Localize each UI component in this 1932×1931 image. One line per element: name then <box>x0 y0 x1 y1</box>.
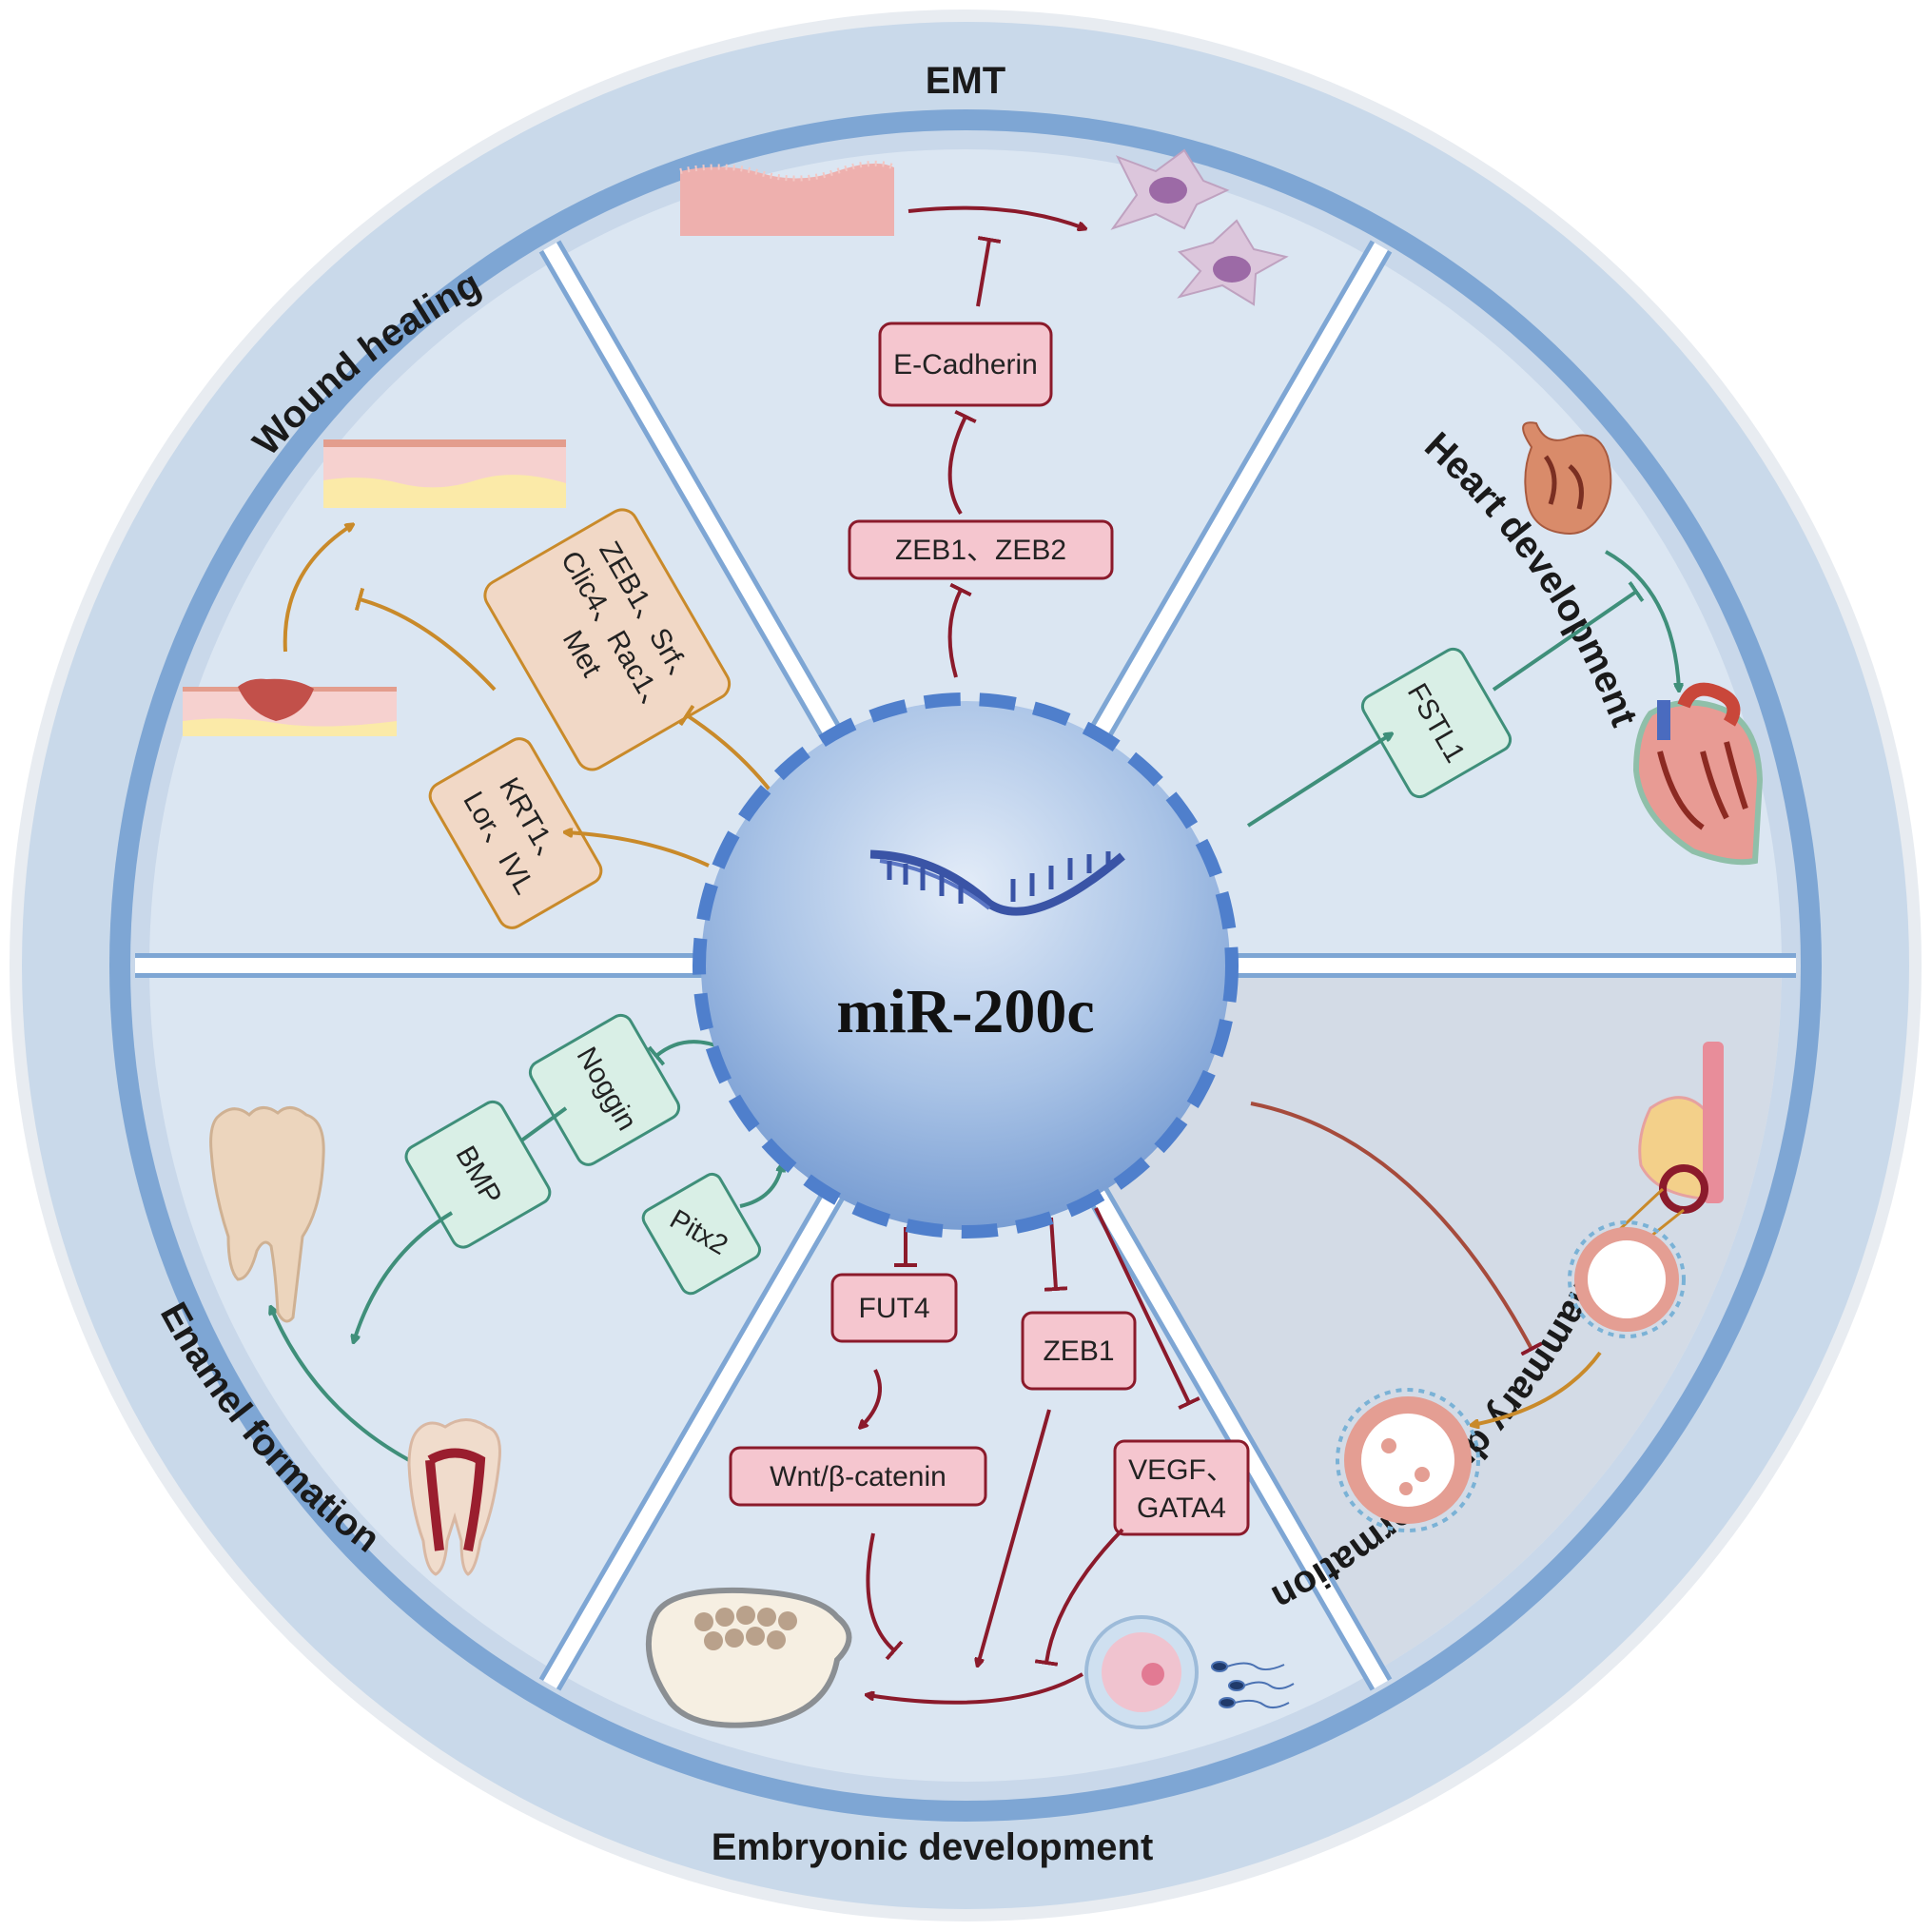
svg-text:E-Cadherin: E-Cadherin <box>893 349 1038 380</box>
epithelium-icon <box>679 160 896 236</box>
tooth-section-icon <box>407 1418 501 1576</box>
zeb1-zeb2-box: ZEB1、ZEB2 <box>848 519 1114 580</box>
fut4-box: FUT4 <box>830 1273 958 1343</box>
wnt-to-blastocyst-inhibit <box>866 1532 904 1661</box>
sector-title-embryonic: Embryonic development <box>712 1826 1154 1868</box>
heart-icon <box>1522 421 1612 535</box>
e-cadherin-box: E-Cadherin <box>878 322 1053 407</box>
svg-text:Wnt/β-catenin: Wnt/β-catenin <box>770 1461 946 1492</box>
wound-healing-arrow <box>283 525 352 653</box>
skin-icon <box>323 439 566 508</box>
mir-to-vegf-inhibit <box>1094 1207 1200 1410</box>
svg-text:ZEB1、ZEB2: ZEB1、ZEB2 <box>895 535 1066 566</box>
fstl1-box: FSTL1 <box>1360 647 1512 799</box>
svg-text:ZEB1: ZEB1 <box>1043 1336 1114 1367</box>
mesenchymal-cell-icon <box>1110 148 1289 306</box>
svg-text:VEGF、: VEGF、 <box>1128 1454 1235 1486</box>
zeb-to-ecadherin-inhibit <box>947 409 977 516</box>
mir-to-krt-arrow <box>566 832 710 868</box>
zeb1-box: ZEB1 <box>1021 1311 1137 1391</box>
fut4-to-wnt-arrow <box>861 1369 882 1427</box>
duct-icon-branched <box>1336 1388 1480 1532</box>
wnt-box: Wnt/β-catenin <box>729 1446 987 1507</box>
svg-text:GATA4: GATA4 <box>1137 1492 1226 1524</box>
heart-maturation-arrow <box>1605 550 1679 690</box>
pitx2-box: Pitx2 <box>641 1172 762 1296</box>
tooth-development-arrow <box>271 1308 410 1462</box>
emt-transition-arrow <box>907 205 1084 228</box>
mir-to-zeb1-inhibit <box>1044 1217 1068 1292</box>
mir-to-duct-inhibit <box>1250 1102 1543 1356</box>
bmp-to-tooth-arrow <box>354 1211 454 1341</box>
tooth-icon <box>209 1106 325 1323</box>
fstl1-inhibit-line <box>1492 580 1645 692</box>
oocyte-sperm-icon <box>1084 1615 1295 1729</box>
blastocyst-icon <box>645 1587 852 1728</box>
mir-to-zeb-inhibit <box>947 582 972 678</box>
oocyte-to-blastocyst-arrow <box>868 1672 1083 1705</box>
center-hub <box>693 692 1239 1239</box>
vegf-gata4-box: VEGF、 GATA4 <box>1113 1439 1250 1536</box>
wound-skin-icon <box>183 678 397 736</box>
vegf-to-blastocyst-inhibit <box>1034 1528 1124 1667</box>
targets-inhibit-healing <box>354 587 497 692</box>
center-title: miR-200c <box>836 977 1094 1046</box>
ecadherin-inhibit-line <box>976 236 1002 307</box>
sector-title-emt: EMT <box>926 60 1005 102</box>
zeb1-to-blastocyst-arrow <box>978 1409 1051 1665</box>
mir-to-fstl1-arrow <box>1246 734 1391 828</box>
duct-branch-arrow <box>1473 1351 1602 1425</box>
svg-text:FUT4: FUT4 <box>859 1293 930 1324</box>
bmp-box: BMP <box>404 1100 552 1249</box>
noggin-box: Noggin <box>528 1013 681 1166</box>
dna-icon <box>869 849 1125 916</box>
pitx2-to-mir-arrow <box>739 1165 782 1208</box>
heart-icon-large <box>1632 682 1764 866</box>
duct-icon <box>1568 1220 1686 1338</box>
wound-targets-box: ZEB1、Srf、 Clic4、Rac1、 Met <box>483 508 732 771</box>
